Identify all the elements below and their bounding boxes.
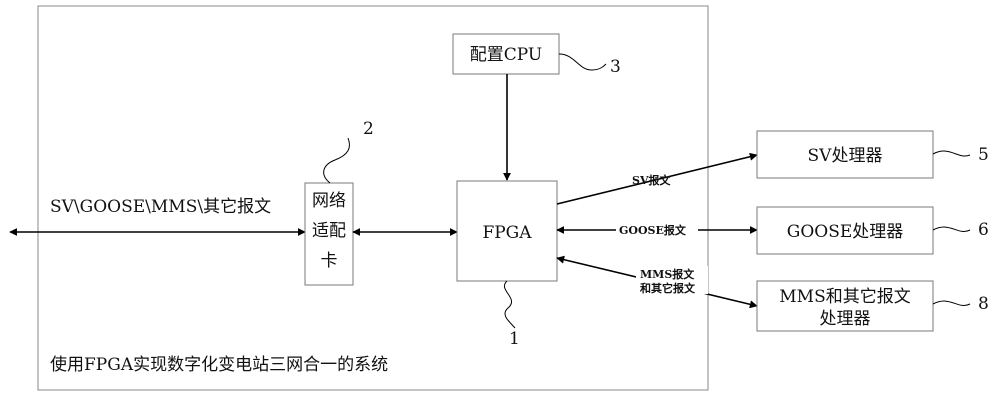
ref-sv: 5 (978, 145, 989, 165)
input-label: SV\GOOSE\MMS\其它报文 (50, 197, 271, 217)
ref-nic: 2 (363, 119, 374, 139)
mms-flow-label-bg (636, 266, 708, 294)
callout-nic (323, 137, 350, 184)
callout-fpga (504, 280, 516, 329)
network-adapter-label-1: 网络 (312, 191, 346, 211)
sv-flow-label: SV报文 (632, 173, 671, 187)
network-adapter-label-3: 卡 (321, 251, 338, 271)
mms-flow-label-1: MMS报文 (640, 267, 695, 281)
mms-processor-box (756, 280, 934, 332)
callout-cpu (558, 53, 607, 71)
fpga-label: FPGA (482, 223, 532, 243)
system-label: 使用FPGA实现数字化变电站三网合一的系统 (50, 354, 388, 375)
ref-goose: 6 (978, 220, 989, 240)
callout-goose (932, 226, 971, 232)
goose-processor-box (756, 206, 934, 255)
network-adapter-box (304, 182, 354, 286)
sv-flow (556, 152, 758, 205)
network-adapter-label-2: 适配 (312, 221, 346, 241)
goose-flow-label-bg (616, 222, 698, 238)
sv-processor-label: SV处理器 (808, 146, 883, 166)
mms-processor-label-1: MMS和其它报文 (779, 287, 910, 307)
config-cpu-label: 配置CPU (470, 45, 542, 65)
ref-fpga: 1 (509, 329, 520, 349)
mms-flow-label-2: 和其它报文 (640, 281, 696, 295)
callout-mms (932, 300, 971, 306)
goose-processor-label: GOOSE处理器 (787, 222, 904, 242)
ref-cpu: 3 (610, 57, 621, 77)
config-cpu-box (452, 33, 560, 75)
goose-flow-label: GOOSE报文 (619, 223, 687, 237)
sv-processor-box (756, 130, 934, 179)
mms-processor-label-2: 处理器 (820, 309, 871, 329)
system-boundary (37, 5, 709, 391)
callout-sv (932, 150, 971, 157)
ref-mms: 8 (978, 294, 989, 314)
